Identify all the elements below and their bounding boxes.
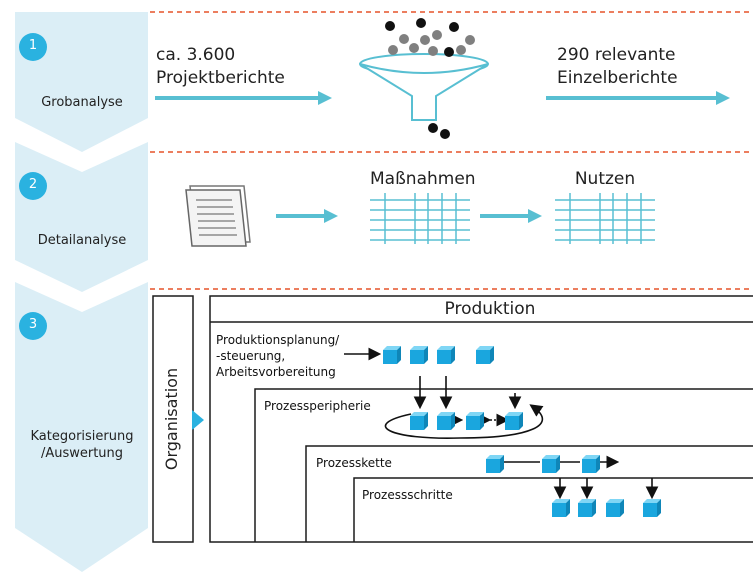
cube-1 xyxy=(383,346,401,364)
input-arrow-head xyxy=(318,91,332,105)
step-2-circle xyxy=(19,172,47,200)
level3-label: Prozesskette xyxy=(316,456,392,470)
kategorie-row xyxy=(152,295,753,543)
step-chevrons xyxy=(15,12,148,572)
dashed-separators xyxy=(150,11,753,290)
organisation-pointer xyxy=(192,410,204,430)
step-3-circle xyxy=(19,312,47,340)
cube-9 xyxy=(486,455,504,473)
table-massnahmen-title: Maßnahmen xyxy=(370,169,476,189)
level4-arrows xyxy=(553,478,659,500)
step-1-number: 1 xyxy=(28,38,38,53)
output-line-2: Einzelberichte xyxy=(557,68,678,88)
cube-14 xyxy=(606,499,624,517)
cube-10 xyxy=(542,455,560,473)
chevron-step-1 xyxy=(15,12,148,152)
input-line-2: Projektberichte xyxy=(156,68,285,88)
prozesskette-box xyxy=(305,445,753,542)
produktion-title: Produktion xyxy=(444,299,536,319)
cube-12 xyxy=(552,499,570,517)
level1-label: Produktionsplanung/ -steuerung, Arbeitsv… xyxy=(216,333,340,379)
step-3-number: 3 xyxy=(28,317,38,332)
output-arrow-head xyxy=(716,91,730,105)
cube-2 xyxy=(410,346,428,364)
table-nutzen xyxy=(555,193,655,244)
chevron-step-3 xyxy=(15,282,148,572)
prozessschritte-box xyxy=(353,477,753,542)
prozessperipherie-box xyxy=(254,388,753,542)
table-arrow-head xyxy=(528,209,542,223)
input-line-1: ca. 3.600 xyxy=(156,45,236,65)
step-1-label: Grobanalyse xyxy=(41,95,123,110)
funnel-dots xyxy=(385,18,475,139)
cube-13 xyxy=(578,499,596,517)
step-number-circles xyxy=(19,33,47,340)
table-massnahmen xyxy=(370,193,470,244)
cube-8 xyxy=(505,412,523,430)
cube-group xyxy=(344,346,661,517)
detail-row xyxy=(185,185,655,247)
step-2-number: 2 xyxy=(28,177,38,192)
cube-5 xyxy=(410,412,428,430)
organisation-label: Organisation xyxy=(162,367,181,471)
table-nutzen-title: Nutzen xyxy=(574,169,636,189)
output-line-1: 290 relevante xyxy=(557,45,676,65)
doc-arrow-head xyxy=(324,209,338,223)
document-icon xyxy=(185,185,251,247)
cube-7 xyxy=(466,412,484,430)
level4-label: Prozessschritte xyxy=(362,488,453,502)
step-1-circle xyxy=(19,33,47,61)
cube-3 xyxy=(437,346,455,364)
cube-15 xyxy=(643,499,661,517)
cube-11 xyxy=(582,455,600,473)
cube-4 xyxy=(476,346,494,364)
funnel-icon xyxy=(359,53,489,121)
step-3-label: Kategorisierung /Auswertung xyxy=(30,429,134,461)
produktion-box xyxy=(209,295,753,543)
step-2-label: Detailanalyse xyxy=(37,233,127,248)
cubes xyxy=(383,346,661,517)
grob-row xyxy=(155,18,730,139)
chevron-step-2 xyxy=(15,142,148,292)
cube-6 xyxy=(437,412,455,430)
level2-label: Prozessperipherie xyxy=(264,399,371,413)
